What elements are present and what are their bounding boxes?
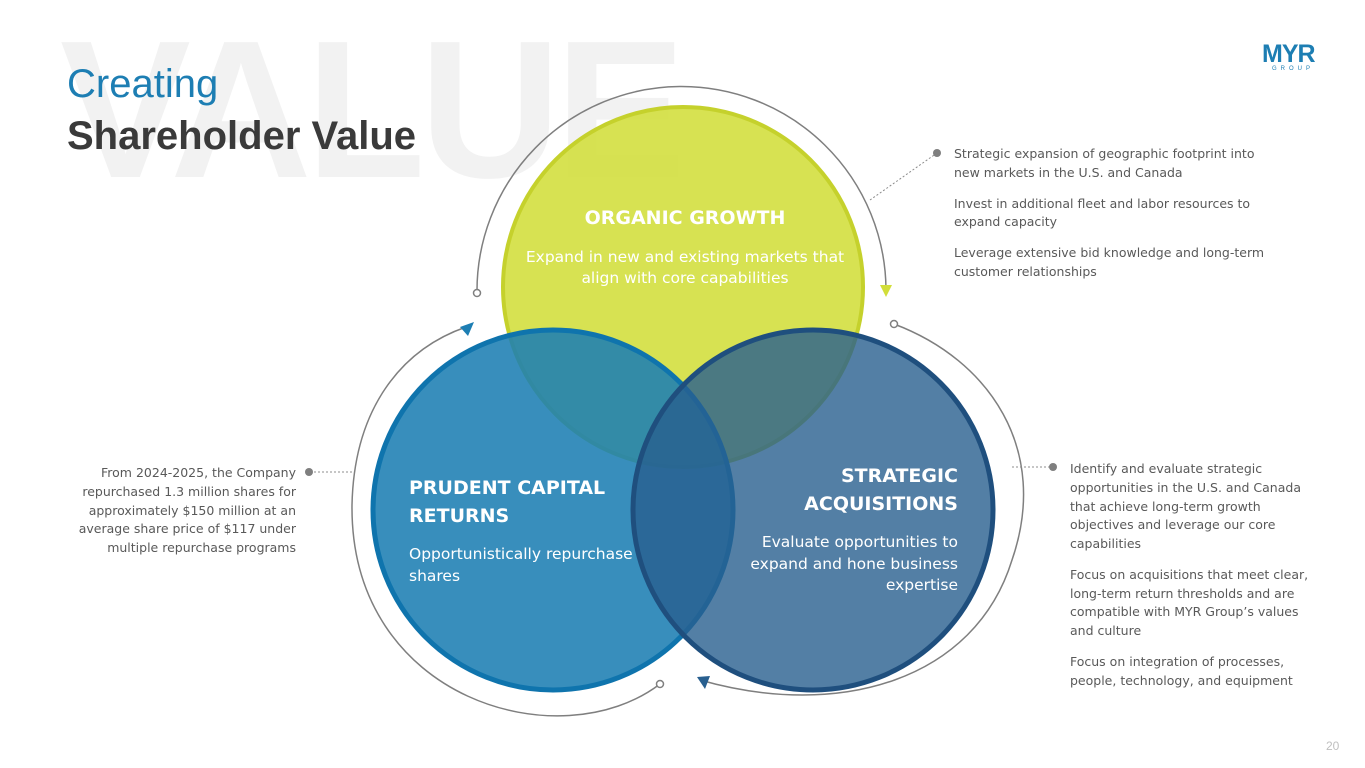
capital-returns-desc: Opportunistically repurchase shares [409, 545, 633, 585]
note-item: Leverage extensive bid knowledge and lon… [954, 245, 1265, 279]
arc-left-start-dot [655, 679, 665, 689]
capital-returns-text: PRUDENT CAPITAL RETURNS Opportunisticall… [409, 475, 639, 587]
organic-growth-notes: Strategic expansion of geographic footpr… [954, 145, 1274, 294]
connector-right-dot [1049, 463, 1057, 471]
logo-text: MYR [1262, 40, 1316, 68]
note-item: Focus on acquisitions that meet clear, l… [1070, 566, 1309, 638]
organic-growth-text: ORGANIC GROWTH Expand in new and existin… [520, 205, 850, 290]
arc-right-start-dot [889, 319, 899, 329]
page-title-line1: Creating [67, 62, 219, 106]
arc-left [351, 326, 661, 717]
arc-right-arrowhead [697, 676, 710, 689]
organic-growth-desc: Expand in new and existing markets that … [525, 247, 845, 288]
capital-returns-title-line1: PRUDENT CAPITAL [409, 477, 606, 499]
acquisitions-desc: Evaluate opportunities to expand and hon… [750, 533, 958, 595]
acquisitions-notes: Identify and evaluate strategic opportun… [1070, 460, 1320, 702]
circle-acquisitions [630, 327, 996, 693]
company-logo: MYR GROUP [1262, 40, 1324, 73]
page-number: 20 [1326, 739, 1340, 753]
note-item: Identify and evaluate strategic opportun… [1070, 461, 1301, 551]
arc-top [476, 85, 887, 294]
organic-growth-title: ORGANIC GROWTH [584, 207, 786, 229]
acquisitions-text: STRATEGIC ACQUISITIONS Evaluate opportun… [738, 463, 958, 597]
acquisitions-title-line2: ACQUISITIONS [804, 492, 958, 515]
arc-top-start-dot [472, 288, 482, 298]
note-item: From 2024-2025, the Company repurchased … [78, 465, 296, 555]
note-item: Invest in additional fleet and labor res… [954, 195, 1251, 230]
arc-left-arrowhead [460, 322, 474, 336]
arc-top-arrowhead [880, 285, 892, 297]
note-item: Focus on integration of processes, peopl… [1070, 653, 1293, 688]
connector-top-dot [933, 149, 941, 157]
capital-returns-notes: From 2024-2025, the Company repurchased … [70, 464, 296, 570]
arc-right [699, 323, 1025, 696]
page-title-line2: Shareholder Value [67, 114, 417, 158]
connector-top [869, 152, 938, 201]
connector-left-dot [305, 468, 313, 476]
capital-returns-title-line2: RETURNS [409, 504, 510, 527]
note-item: Strategic expansion of geographic footpr… [954, 146, 1255, 180]
logo-subtext: GROUP [1272, 66, 1315, 72]
acquisitions-title-line1: STRATEGIC [840, 465, 958, 487]
